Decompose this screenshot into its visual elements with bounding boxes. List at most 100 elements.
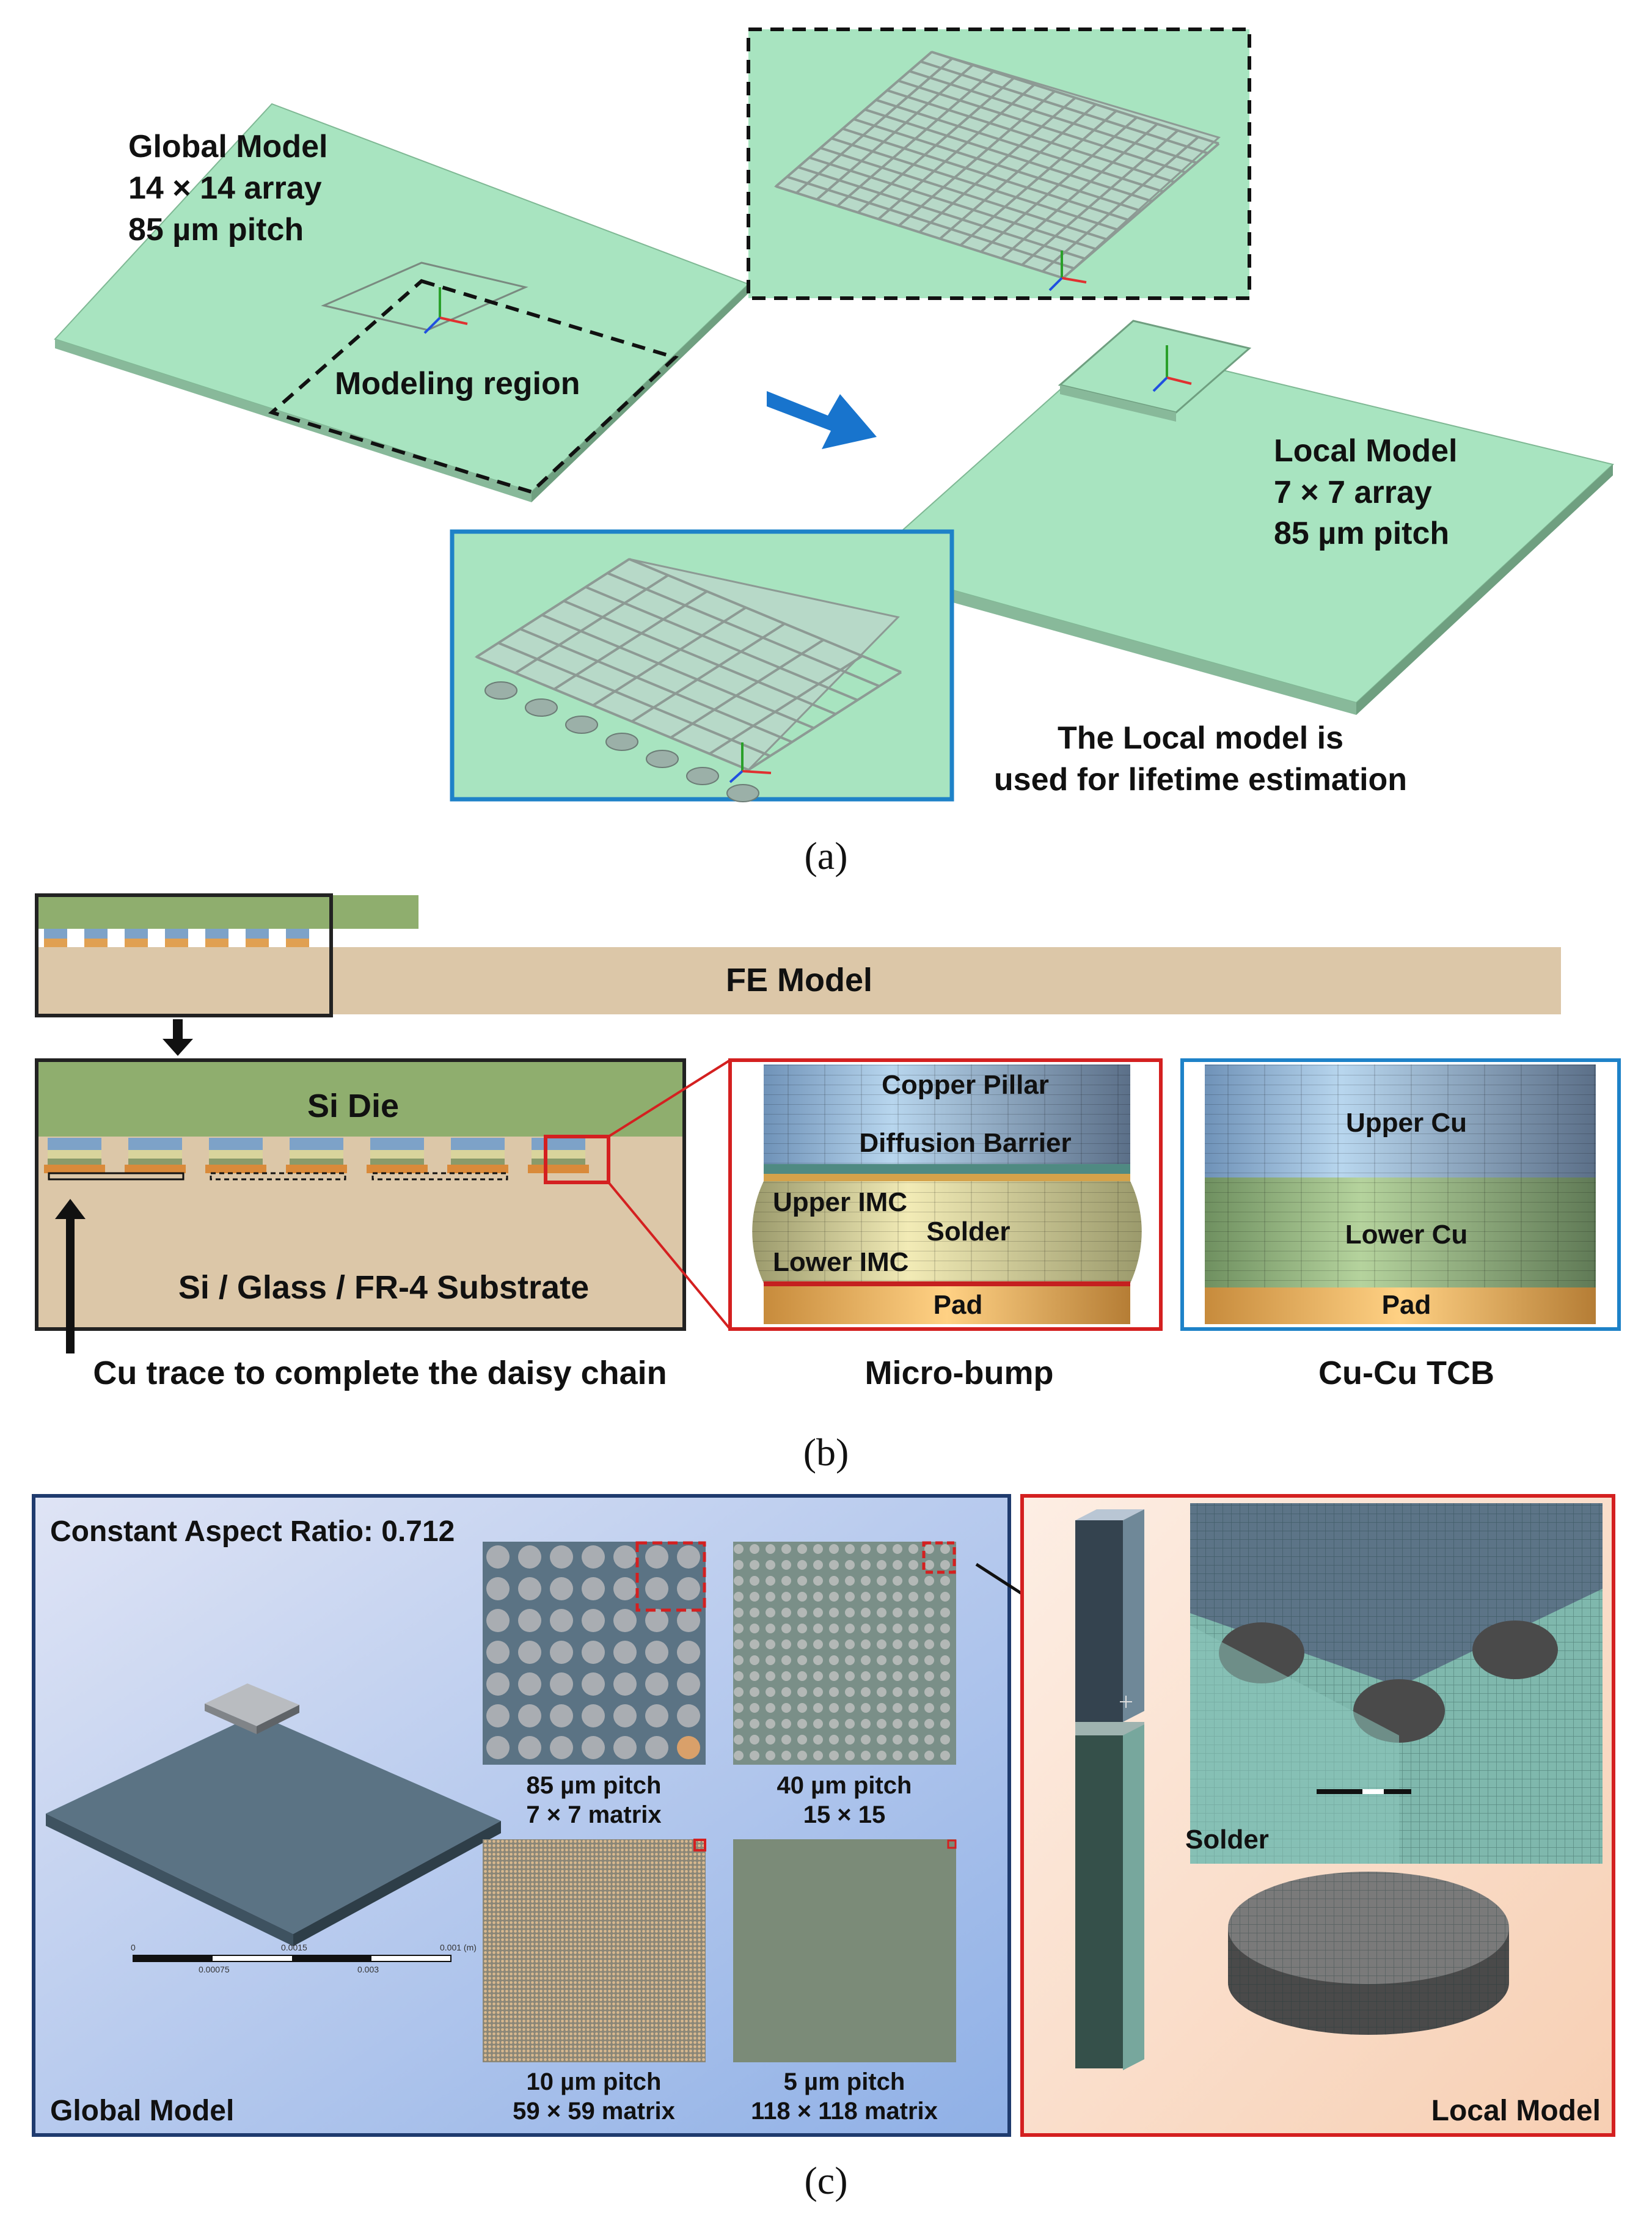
cs-bump-imc — [128, 1159, 182, 1165]
cs-bump-pillar — [451, 1138, 505, 1150]
local-bump — [686, 767, 719, 785]
tile-85um-bump — [582, 1641, 605, 1664]
scale-tick-3: 0.003 — [357, 1965, 379, 1974]
local-array-grid-line — [670, 639, 824, 739]
global-model-array: 14 × 14 array — [128, 170, 322, 206]
cs-bump-solder — [48, 1150, 101, 1159]
cs-bump-pillar — [290, 1138, 343, 1150]
global-array-grid-line — [908, 70, 1197, 164]
cs-bump-solder — [451, 1150, 505, 1159]
solder-disk — [1228, 1872, 1509, 2035]
cu-cu-layer-pad: Pad — [1382, 1290, 1431, 1320]
tile-85um-bump — [677, 1672, 700, 1696]
cs-trace — [210, 1172, 346, 1181]
axis-triad-inset — [1048, 251, 1087, 291]
global-scale-bar: 0 0.00075 0.0015 0.003 0.001 (m) — [131, 1943, 477, 1974]
transition-arrow — [767, 391, 877, 449]
cs-bump-solder — [209, 1150, 263, 1159]
tile-85um-bump — [550, 1545, 573, 1569]
tile-85um-bump — [645, 1672, 668, 1696]
cs-bump-pillar — [209, 1138, 263, 1150]
fe-bump-pillar — [286, 929, 309, 939]
tile-85um-bump — [550, 1609, 573, 1632]
global-array-grid-line — [980, 116, 1138, 253]
local-model-title: Local Model — [1274, 433, 1457, 469]
cu-cu-layer-lower: Lower Cu — [1345, 1220, 1467, 1250]
fe-bump-pillar — [125, 929, 148, 939]
tile-85um-bump — [550, 1704, 573, 1727]
local-bump — [484, 681, 517, 700]
axis-triad-inset-local — [729, 742, 772, 783]
tile-85um-bump — [518, 1704, 541, 1727]
panel-b: FE Model Si Die Si / Glass / FR-4 Substr… — [35, 893, 1621, 1474]
solder-label: Solder — [1185, 1825, 1269, 1855]
fe-bump-pad — [84, 939, 108, 947]
local-bump — [565, 716, 598, 734]
global-array-grid-line — [939, 103, 1097, 240]
local-bump — [726, 784, 759, 802]
local-array-grid-line — [747, 671, 902, 771]
micro-bump-layer-solder: Solder — [927, 1217, 1011, 1247]
zoom-down-arrow — [163, 1019, 193, 1056]
scale-tick-0: 0 — [131, 1943, 136, 1952]
fe-model-label: FE Model — [726, 962, 872, 998]
local-array-grid-line — [554, 590, 708, 690]
global-array-grid-line — [959, 109, 1117, 246]
micro-bump-highlight — [544, 1135, 610, 1184]
global-model-pitch: 85 µm pitch — [128, 212, 304, 247]
cs-bump-pad — [528, 1165, 589, 1173]
micro-bump-layer-lower-imc: Lower IMC — [773, 1247, 908, 1277]
tile-85um-bump — [550, 1641, 573, 1664]
cu-cu-detail: Upper Cu Lower Cu Pad — [1180, 1058, 1621, 1331]
cross-section: Si Die Si / Glass / FR-4 Substrate — [35, 1058, 731, 1331]
tile-10um: 10 µm pitch 59 × 59 matrix — [483, 1839, 706, 2125]
local-array-grid — [474, 558, 902, 802]
tile-85um-bump — [613, 1545, 637, 1569]
tile-85um-bump — [645, 1609, 668, 1632]
tile-85um-bump — [486, 1545, 510, 1569]
global-array-grid-line — [864, 108, 1153, 203]
cs-bump-solder — [370, 1150, 424, 1159]
fe-bump-pad — [125, 939, 148, 947]
cs-bump-pad — [125, 1165, 186, 1173]
axis-triad-local — [1152, 345, 1192, 392]
tile-40um-matrix: 15 × 15 — [803, 1801, 886, 1828]
local-bump — [646, 750, 679, 768]
local-model-pitch: 85 µm pitch — [1274, 516, 1449, 551]
tile-85um-bump — [582, 1672, 605, 1696]
tile-85um-bump — [645, 1736, 668, 1759]
tile-85um-bump — [518, 1545, 541, 1569]
local-array-grid-line — [563, 599, 836, 716]
local-array-grid-line — [519, 628, 793, 744]
fe-bump-pillar — [246, 929, 269, 939]
tile-85um-matrix: 7 × 7 matrix — [526, 1801, 661, 1828]
local-array-grid-line — [476, 656, 749, 771]
local-array-grid-line — [607, 572, 880, 687]
micro-bump-layer-copper-pillar: Copper Pillar — [882, 1070, 1049, 1100]
cs-bump-imc — [451, 1159, 505, 1165]
tile-85um-bump — [613, 1736, 637, 1759]
tile-85um-bump — [486, 1641, 510, 1664]
global-array-grid-line — [1021, 130, 1179, 266]
local-model-label: Local Model — [1431, 2095, 1601, 2127]
cs-bump-pillar — [128, 1138, 182, 1150]
tile-85um-bump — [518, 1641, 541, 1664]
substrate-label: Si / Glass / FR-4 Substrate — [178, 1269, 589, 1306]
cu-trace-label: Cu trace to complete the daisy chain — [93, 1355, 667, 1391]
tile-85um: 85 µm pitch 7 × 7 matrix — [483, 1541, 706, 1828]
global-array-grid-line — [886, 89, 1175, 183]
tile-10um-pitch: 10 µm pitch — [527, 2068, 662, 2095]
tile-5um-pitch: 5 µm pitch — [784, 2068, 905, 2095]
tile-85um-bump — [645, 1545, 668, 1569]
local-array-grid-line — [497, 642, 771, 757]
tile-85um-pitch: 85 µm pitch — [527, 1772, 662, 1799]
fe-bump-row — [44, 929, 309, 947]
local-array-grid-line — [709, 654, 863, 755]
global-array-grid-line — [920, 60, 1208, 155]
tile-85um-bump — [582, 1545, 605, 1569]
tile-85um-bump — [486, 1672, 510, 1696]
tile-85um-bump — [550, 1672, 573, 1696]
global-array-grid-line — [931, 51, 1219, 145]
tile-85um-bump — [518, 1672, 541, 1696]
